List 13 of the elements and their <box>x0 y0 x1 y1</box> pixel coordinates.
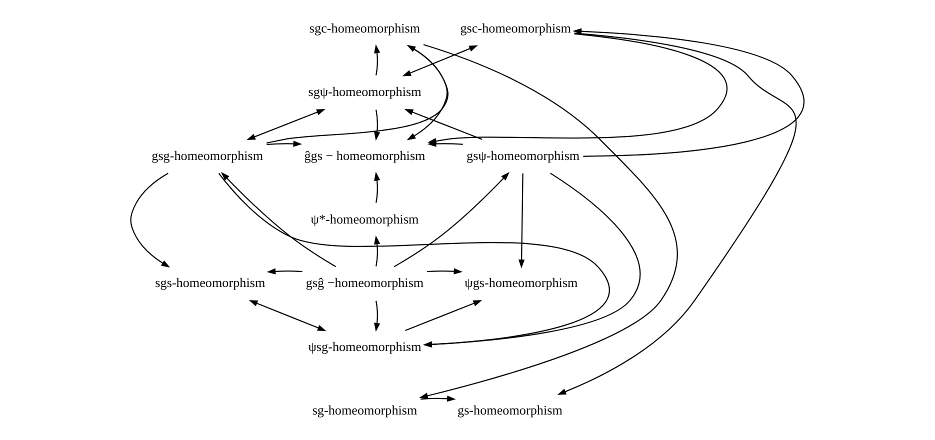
node-text: gsĝ −homeomorphism <box>306 275 424 290</box>
node-text: gs-homeomorphism <box>458 402 562 418</box>
node-text: gsc-homeomorphism <box>460 20 571 36</box>
node-text: ĝgs − homeomorphism <box>304 148 426 163</box>
node-text: sgψ-homeomorphism <box>308 84 422 100</box>
node-text: gsψ-homeomorphism <box>466 148 580 163</box>
node-text: ψsg-homeomorphism <box>308 338 422 354</box>
node-text: sg-homeomorphism <box>312 402 418 418</box>
node-text: sgc-homeomorphism <box>309 20 420 36</box>
node-text: gsg-homeomorphism <box>152 148 264 163</box>
node-text: ψgs-homeomorphism <box>464 275 578 290</box>
node-text: ψ*-homeomorphism <box>310 211 419 226</box>
node-text: sgs-homeomorphism <box>155 275 266 290</box>
